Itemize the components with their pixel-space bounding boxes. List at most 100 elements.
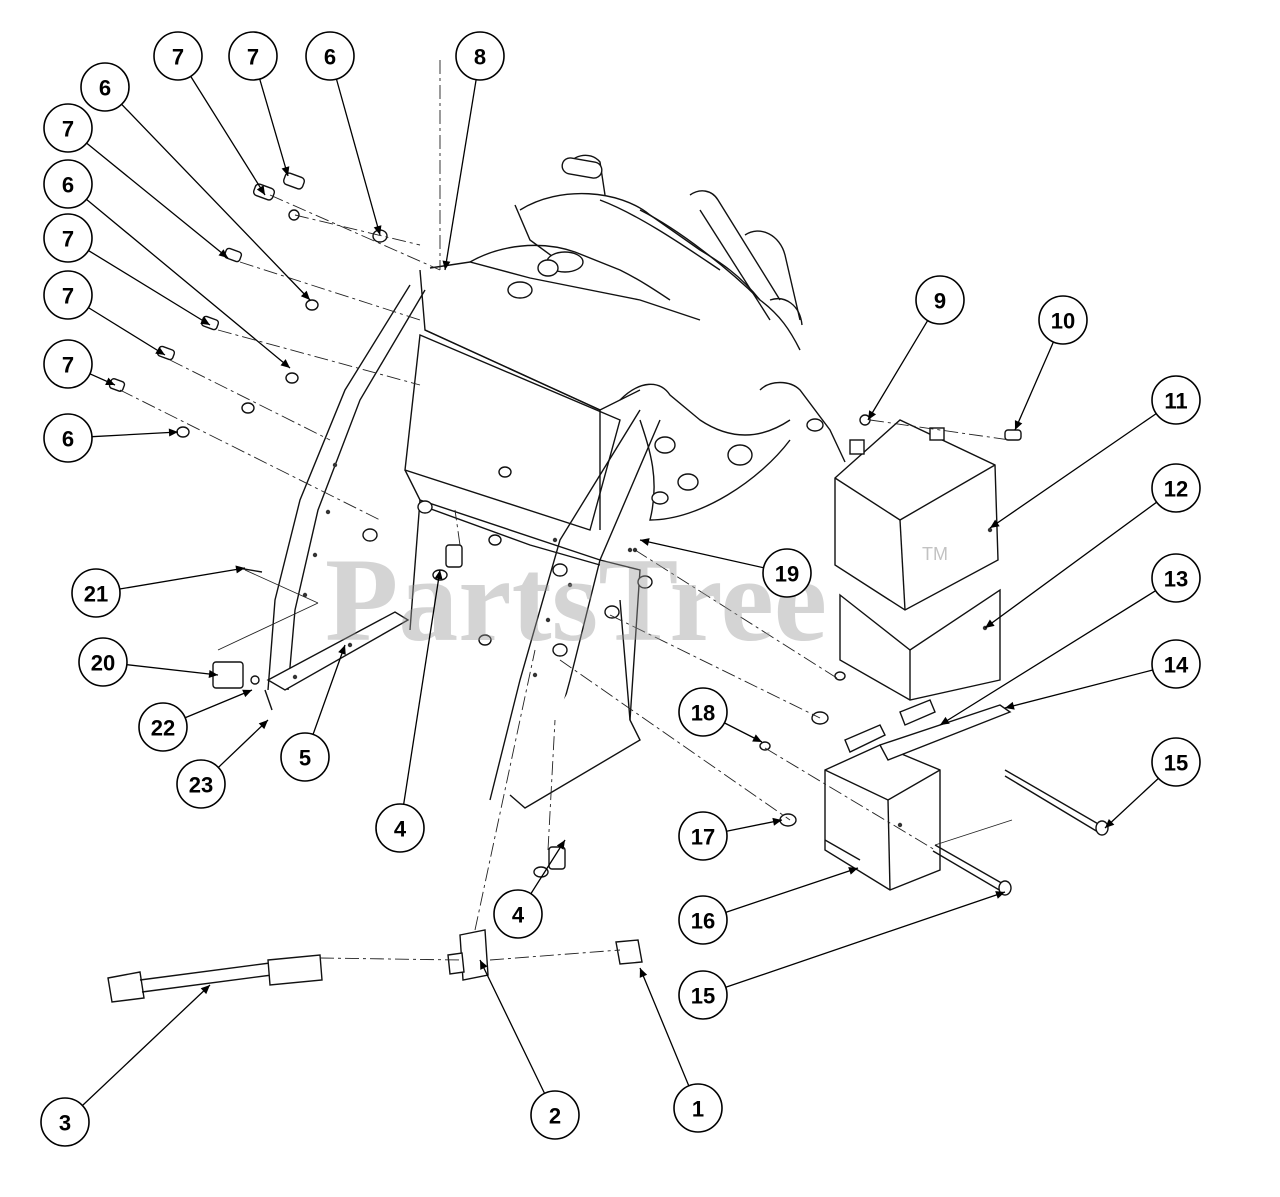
hose-assembly <box>107 929 643 1003</box>
callout-1[interactable]: 1 <box>639 967 723 1133</box>
callout-7[interactable]: 7 <box>43 213 211 326</box>
callout-6[interactable]: 6 <box>80 62 311 301</box>
callout-circle[interactable] <box>1038 295 1088 345</box>
leader-line <box>639 967 690 1087</box>
callout-7[interactable]: 7 <box>43 103 229 259</box>
callout-circle[interactable] <box>176 759 226 809</box>
leader-line <box>184 689 253 719</box>
watermark-trademark: TM <box>922 544 948 564</box>
callout-circle[interactable] <box>762 548 812 598</box>
leader-arrow-icon <box>338 645 346 655</box>
callout-circle[interactable] <box>1151 639 1201 689</box>
callout-circle[interactable] <box>43 103 93 153</box>
callout-6[interactable]: 6 <box>43 159 291 369</box>
callout-11[interactable]: 11 <box>989 375 1201 529</box>
callout-circle[interactable] <box>530 1090 580 1140</box>
callout-23[interactable]: 23 <box>176 719 269 809</box>
callout-2[interactable]: 2 <box>479 959 580 1140</box>
leader-line <box>312 644 346 735</box>
callout-4[interactable]: 4 <box>493 839 566 939</box>
callout-20[interactable]: 20 <box>78 637 219 687</box>
leader-arrow-icon <box>300 290 310 300</box>
callout-10[interactable]: 10 <box>1014 295 1088 431</box>
callout-circle[interactable] <box>678 970 728 1020</box>
callout-circle[interactable] <box>375 803 425 853</box>
callout-circle[interactable] <box>43 270 93 320</box>
callout-label: 6 <box>324 45 336 70</box>
callout-circle[interactable] <box>1151 375 1201 425</box>
leader-arrow-icon <box>280 359 290 368</box>
callout-12[interactable]: 12 <box>984 463 1201 629</box>
leader-line <box>91 431 179 438</box>
callout-21[interactable]: 21 <box>71 565 246 618</box>
callout-label: 3 <box>59 1111 71 1136</box>
callout-circle[interactable] <box>678 895 728 945</box>
watermark-text: PartsTree <box>325 533 827 666</box>
callout-circle[interactable] <box>153 31 203 81</box>
callout-label: 22 <box>151 716 175 741</box>
callout-circle[interactable] <box>78 637 128 687</box>
callout-circle[interactable] <box>1151 553 1201 603</box>
callout-circle[interactable] <box>228 31 278 81</box>
callout-15[interactable]: 15 <box>1104 737 1201 829</box>
callout-circle[interactable] <box>1151 463 1201 513</box>
leader-line <box>86 142 229 259</box>
callout-22[interactable]: 22 <box>138 689 253 752</box>
callout-circle[interactable] <box>80 62 130 112</box>
callout-circle[interactable] <box>1151 737 1201 787</box>
callout-17[interactable]: 17 <box>678 811 783 861</box>
leader-arrow-icon <box>105 377 115 385</box>
left-side-plate <box>267 284 426 691</box>
callout-circle[interactable] <box>138 702 188 752</box>
callout-circle[interactable] <box>43 413 93 463</box>
leader-line <box>88 249 211 326</box>
callout-4[interactable]: 4 <box>375 569 443 853</box>
callout-label: 11 <box>1164 389 1187 414</box>
callout-circle[interactable] <box>280 732 330 782</box>
callout-circle[interactable] <box>71 568 121 618</box>
callout-16[interactable]: 16 <box>678 867 859 945</box>
callout-7[interactable]: 7 <box>153 31 266 196</box>
leader-line <box>259 78 289 177</box>
callout-7[interactable]: 7 <box>43 270 166 356</box>
callout-6[interactable]: 6 <box>305 31 382 236</box>
callout-circle[interactable] <box>455 31 505 81</box>
callout-19[interactable]: 19 <box>639 538 812 598</box>
leader-line <box>1004 669 1153 709</box>
callout-14[interactable]: 14 <box>1004 639 1201 710</box>
leader-arrow-icon <box>990 519 1000 528</box>
callout-8[interactable]: 8 <box>442 31 505 271</box>
callout-circle[interactable] <box>915 275 965 325</box>
leader-line <box>725 867 859 913</box>
callout-circle[interactable] <box>673 1083 723 1133</box>
callout-6[interactable]: 6 <box>43 413 179 463</box>
callout-circle[interactable] <box>43 213 93 263</box>
callout-circle[interactable] <box>43 159 93 209</box>
callout-circle[interactable] <box>678 811 728 861</box>
callout-label: 2 <box>549 1104 561 1129</box>
leader-arrow-icon <box>200 316 210 325</box>
leader-line <box>217 719 269 768</box>
callout-9[interactable]: 9 <box>867 275 965 421</box>
callout-circle[interactable] <box>493 889 543 939</box>
callout-circle[interactable] <box>43 339 93 389</box>
callout-label: 7 <box>62 284 74 309</box>
callout-label: 6 <box>62 427 74 452</box>
callout-7[interactable]: 7 <box>228 31 290 177</box>
callout-circle[interactable] <box>678 687 728 737</box>
callout-label: 7 <box>172 45 184 70</box>
callout-18[interactable]: 18 <box>678 687 763 743</box>
callout-5[interactable]: 5 <box>280 644 346 782</box>
assembly-lines <box>119 60 1011 961</box>
callout-label: 6 <box>62 173 74 198</box>
leader-arrow-icon <box>848 867 858 875</box>
callout-13[interactable]: 13 <box>939 553 1201 726</box>
callout-15[interactable]: 15 <box>678 891 1006 1020</box>
callout-7[interactable]: 7 <box>43 339 116 389</box>
callout-circle[interactable] <box>305 31 355 81</box>
callout-3[interactable]: 3 <box>40 984 211 1147</box>
leader-line <box>121 103 311 301</box>
callout-circle[interactable] <box>40 1097 90 1147</box>
leader-line <box>639 539 764 569</box>
